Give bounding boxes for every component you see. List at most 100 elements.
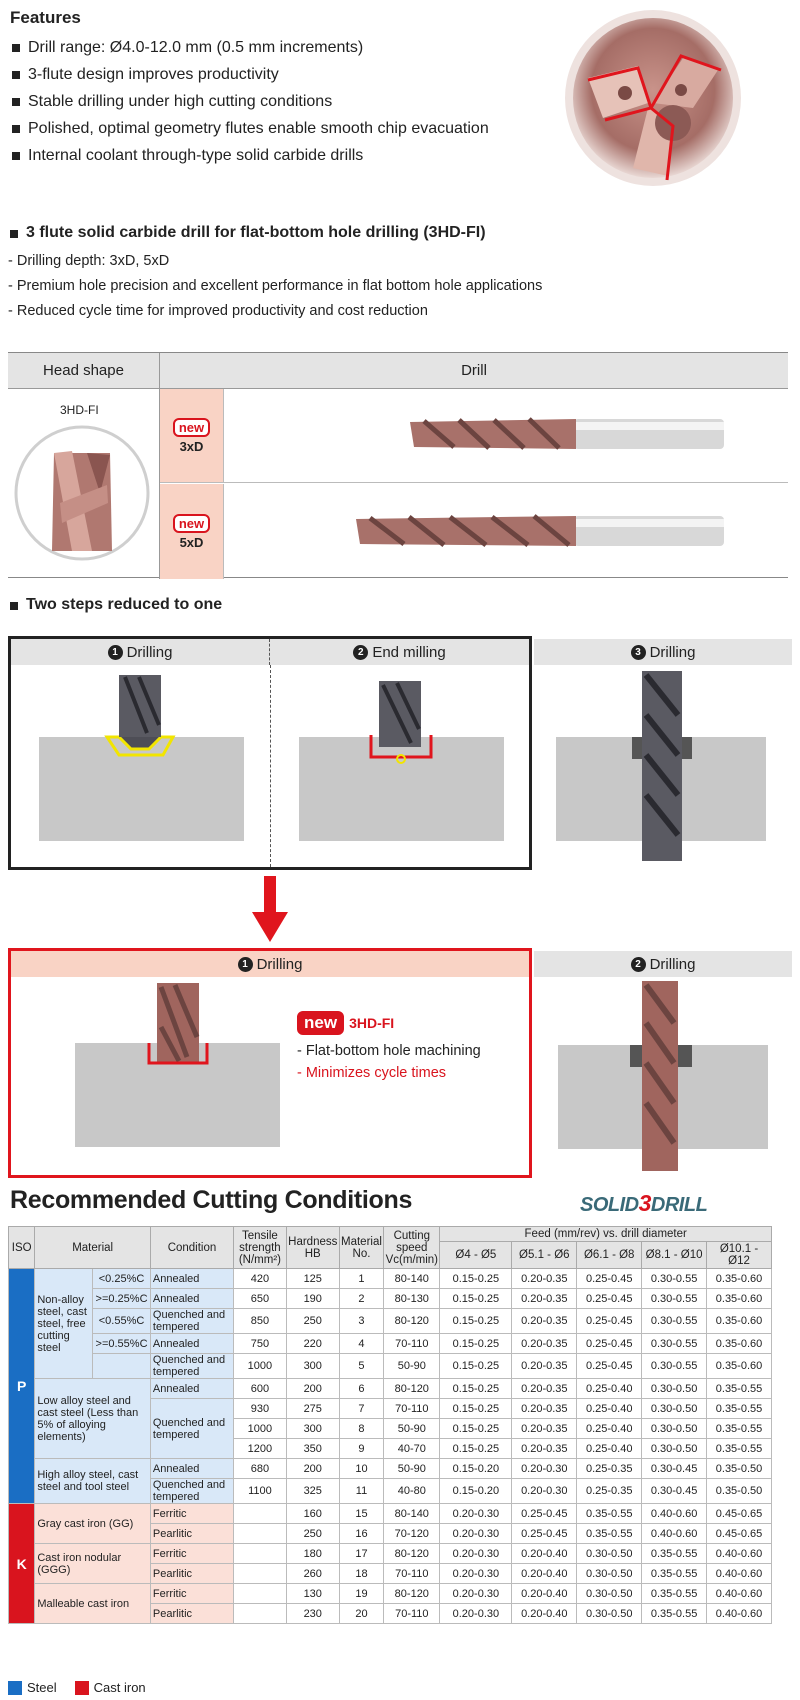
table-cell: 80-120 <box>383 1378 441 1399</box>
table-cell: <0.25%C <box>92 1268 151 1289</box>
table-cell: 8 <box>338 1418 385 1439</box>
table-cell: 300 <box>285 1353 340 1379</box>
table-cell: 19 <box>338 1583 385 1604</box>
table-cell: 0.35-0.50 <box>706 1478 772 1504</box>
table-cell: 0.25-0.45 <box>511 1503 578 1524</box>
table-cell: Annealed <box>149 1288 235 1309</box>
new-badge: new <box>172 513 211 533</box>
table-cell: 1200 <box>233 1438 287 1459</box>
table-cell: 230 <box>285 1603 340 1624</box>
table-cell: 0.35-0.55 <box>576 1523 643 1544</box>
table-cell: 0.20-0.40 <box>511 1583 578 1604</box>
steps-title: Two steps reduced to one <box>10 596 222 614</box>
table-cell: 1 <box>338 1268 385 1289</box>
table-cell: 350 <box>285 1438 340 1459</box>
table-cell: 0.25-0.45 <box>576 1288 643 1309</box>
table-cell: 650 <box>233 1288 287 1309</box>
table-cell: 0.15-0.25 <box>439 1438 513 1459</box>
table-cell: 0.20-0.35 <box>511 1378 578 1399</box>
table-cell: 0.25-0.45 <box>576 1268 643 1289</box>
table-cell: 0.15-0.25 <box>439 1308 513 1334</box>
table-cell: Annealed <box>149 1268 235 1289</box>
table-cell <box>233 1603 287 1624</box>
shape-label: 3HD-FI <box>60 403 99 417</box>
cutting-table: ISO Material Condition Tensile strength … <box>7 1226 772 1624</box>
step-label: Drilling <box>649 643 696 661</box>
table-cell: >=0.25%C <box>92 1288 151 1309</box>
table-cell: 0.30-0.50 <box>576 1543 643 1564</box>
table-cell: 200 <box>285 1378 340 1399</box>
table-cell: 0.20-0.35 <box>511 1288 578 1309</box>
step-label: Drilling <box>126 643 173 661</box>
table-cell: 0.40-0.60 <box>706 1583 772 1604</box>
table-cell: 0.35-0.50 <box>706 1458 772 1479</box>
table-cell: Pearlitic <box>149 1523 235 1544</box>
table-cell: 0.20-0.40 <box>511 1543 578 1564</box>
table-cell: 0.35-0.60 <box>706 1308 772 1334</box>
table-cell: 0.30-0.50 <box>641 1438 708 1459</box>
table-cell: 5 <box>338 1353 385 1379</box>
table-cell: 260 <box>285 1563 340 1584</box>
table-cell: 0.35-0.55 <box>641 1563 708 1584</box>
table-cell: Ferritic <box>149 1503 235 1524</box>
th-dia: Ø10.1 - Ø12 <box>706 1241 772 1269</box>
table-cell: 0.35-0.60 <box>706 1353 772 1379</box>
table-cell: 6 <box>338 1378 385 1399</box>
table-cell: 50-90 <box>383 1353 441 1379</box>
table-cell <box>233 1523 287 1544</box>
head-shape-table: Head shape Drill 3HD-FI new 3xD new 5xD <box>8 352 788 579</box>
table-cell: Quenched and tempered <box>149 1398 235 1459</box>
drill-5xd-image <box>356 514 724 547</box>
table-cell: 0.25-0.45 <box>576 1308 643 1334</box>
table-cell: 750 <box>233 1333 287 1354</box>
table-cell: 0.15-0.25 <box>439 1333 513 1354</box>
table-cell: 0.20-0.30 <box>439 1583 513 1604</box>
table-cell: 0.20-0.35 <box>511 1438 578 1459</box>
table-cell: 850 <box>233 1308 287 1334</box>
table-cell: 250 <box>285 1523 340 1544</box>
table-cell: 0.35-0.55 <box>641 1543 708 1564</box>
table-cell: 0.15-0.20 <box>439 1478 513 1504</box>
table-cell: 0.20-0.30 <box>439 1523 513 1544</box>
table-cell: 9 <box>338 1438 385 1459</box>
table-cell: 80-120 <box>383 1543 441 1564</box>
table-cell: K <box>7 1503 36 1624</box>
table-cell: Quenched and tempered <box>149 1308 235 1334</box>
table-cell: 0.20-0.35 <box>511 1353 578 1379</box>
th-dia: Ø8.1 - Ø10 <box>641 1241 708 1269</box>
table-cell: 600 <box>233 1378 287 1399</box>
table-cell: 4 <box>338 1333 385 1354</box>
table-cell: Ferritic <box>149 1583 235 1604</box>
table-cell: Quenched and tempered <box>149 1478 235 1504</box>
table-cell: 0.30-0.50 <box>641 1378 708 1399</box>
table-cell: 190 <box>285 1288 340 1309</box>
table-cell: 0.20-0.30 <box>439 1543 513 1564</box>
table-cell: 0.45-0.65 <box>706 1523 772 1544</box>
table-cell: <0.55%C <box>92 1308 151 1334</box>
table-row: Low alloy steel and cast steel (Less tha… <box>9 1378 772 1459</box>
product-title: 3 flute solid carbide drill for flat-bot… <box>10 224 486 242</box>
table-cell: 300 <box>285 1418 340 1439</box>
brand-part: 3 <box>638 1190 652 1216</box>
table-cell: 0.30-0.50 <box>576 1603 643 1624</box>
step-number: 1 <box>237 956 253 972</box>
table-cell: 7 <box>338 1398 385 1419</box>
table-cell: Pearlitic <box>149 1563 235 1584</box>
down-arrow-icon <box>252 876 288 942</box>
table-cell: 0.30-0.55 <box>641 1288 708 1309</box>
new-badge: new <box>297 1011 345 1035</box>
th-dia: Ø4 - Ø5 <box>439 1241 513 1269</box>
table-cell: 130 <box>285 1583 340 1604</box>
table-cell: 0.25-0.40 <box>576 1418 643 1439</box>
drill-row-3xd: new 3xD <box>160 389 788 483</box>
table-cell: 0.15-0.25 <box>439 1378 513 1399</box>
table-cell: 80-140 <box>383 1503 441 1524</box>
table-cell: High alloy steel, cast steel and tool st… <box>34 1458 151 1504</box>
cast-swatch <box>74 1680 89 1695</box>
